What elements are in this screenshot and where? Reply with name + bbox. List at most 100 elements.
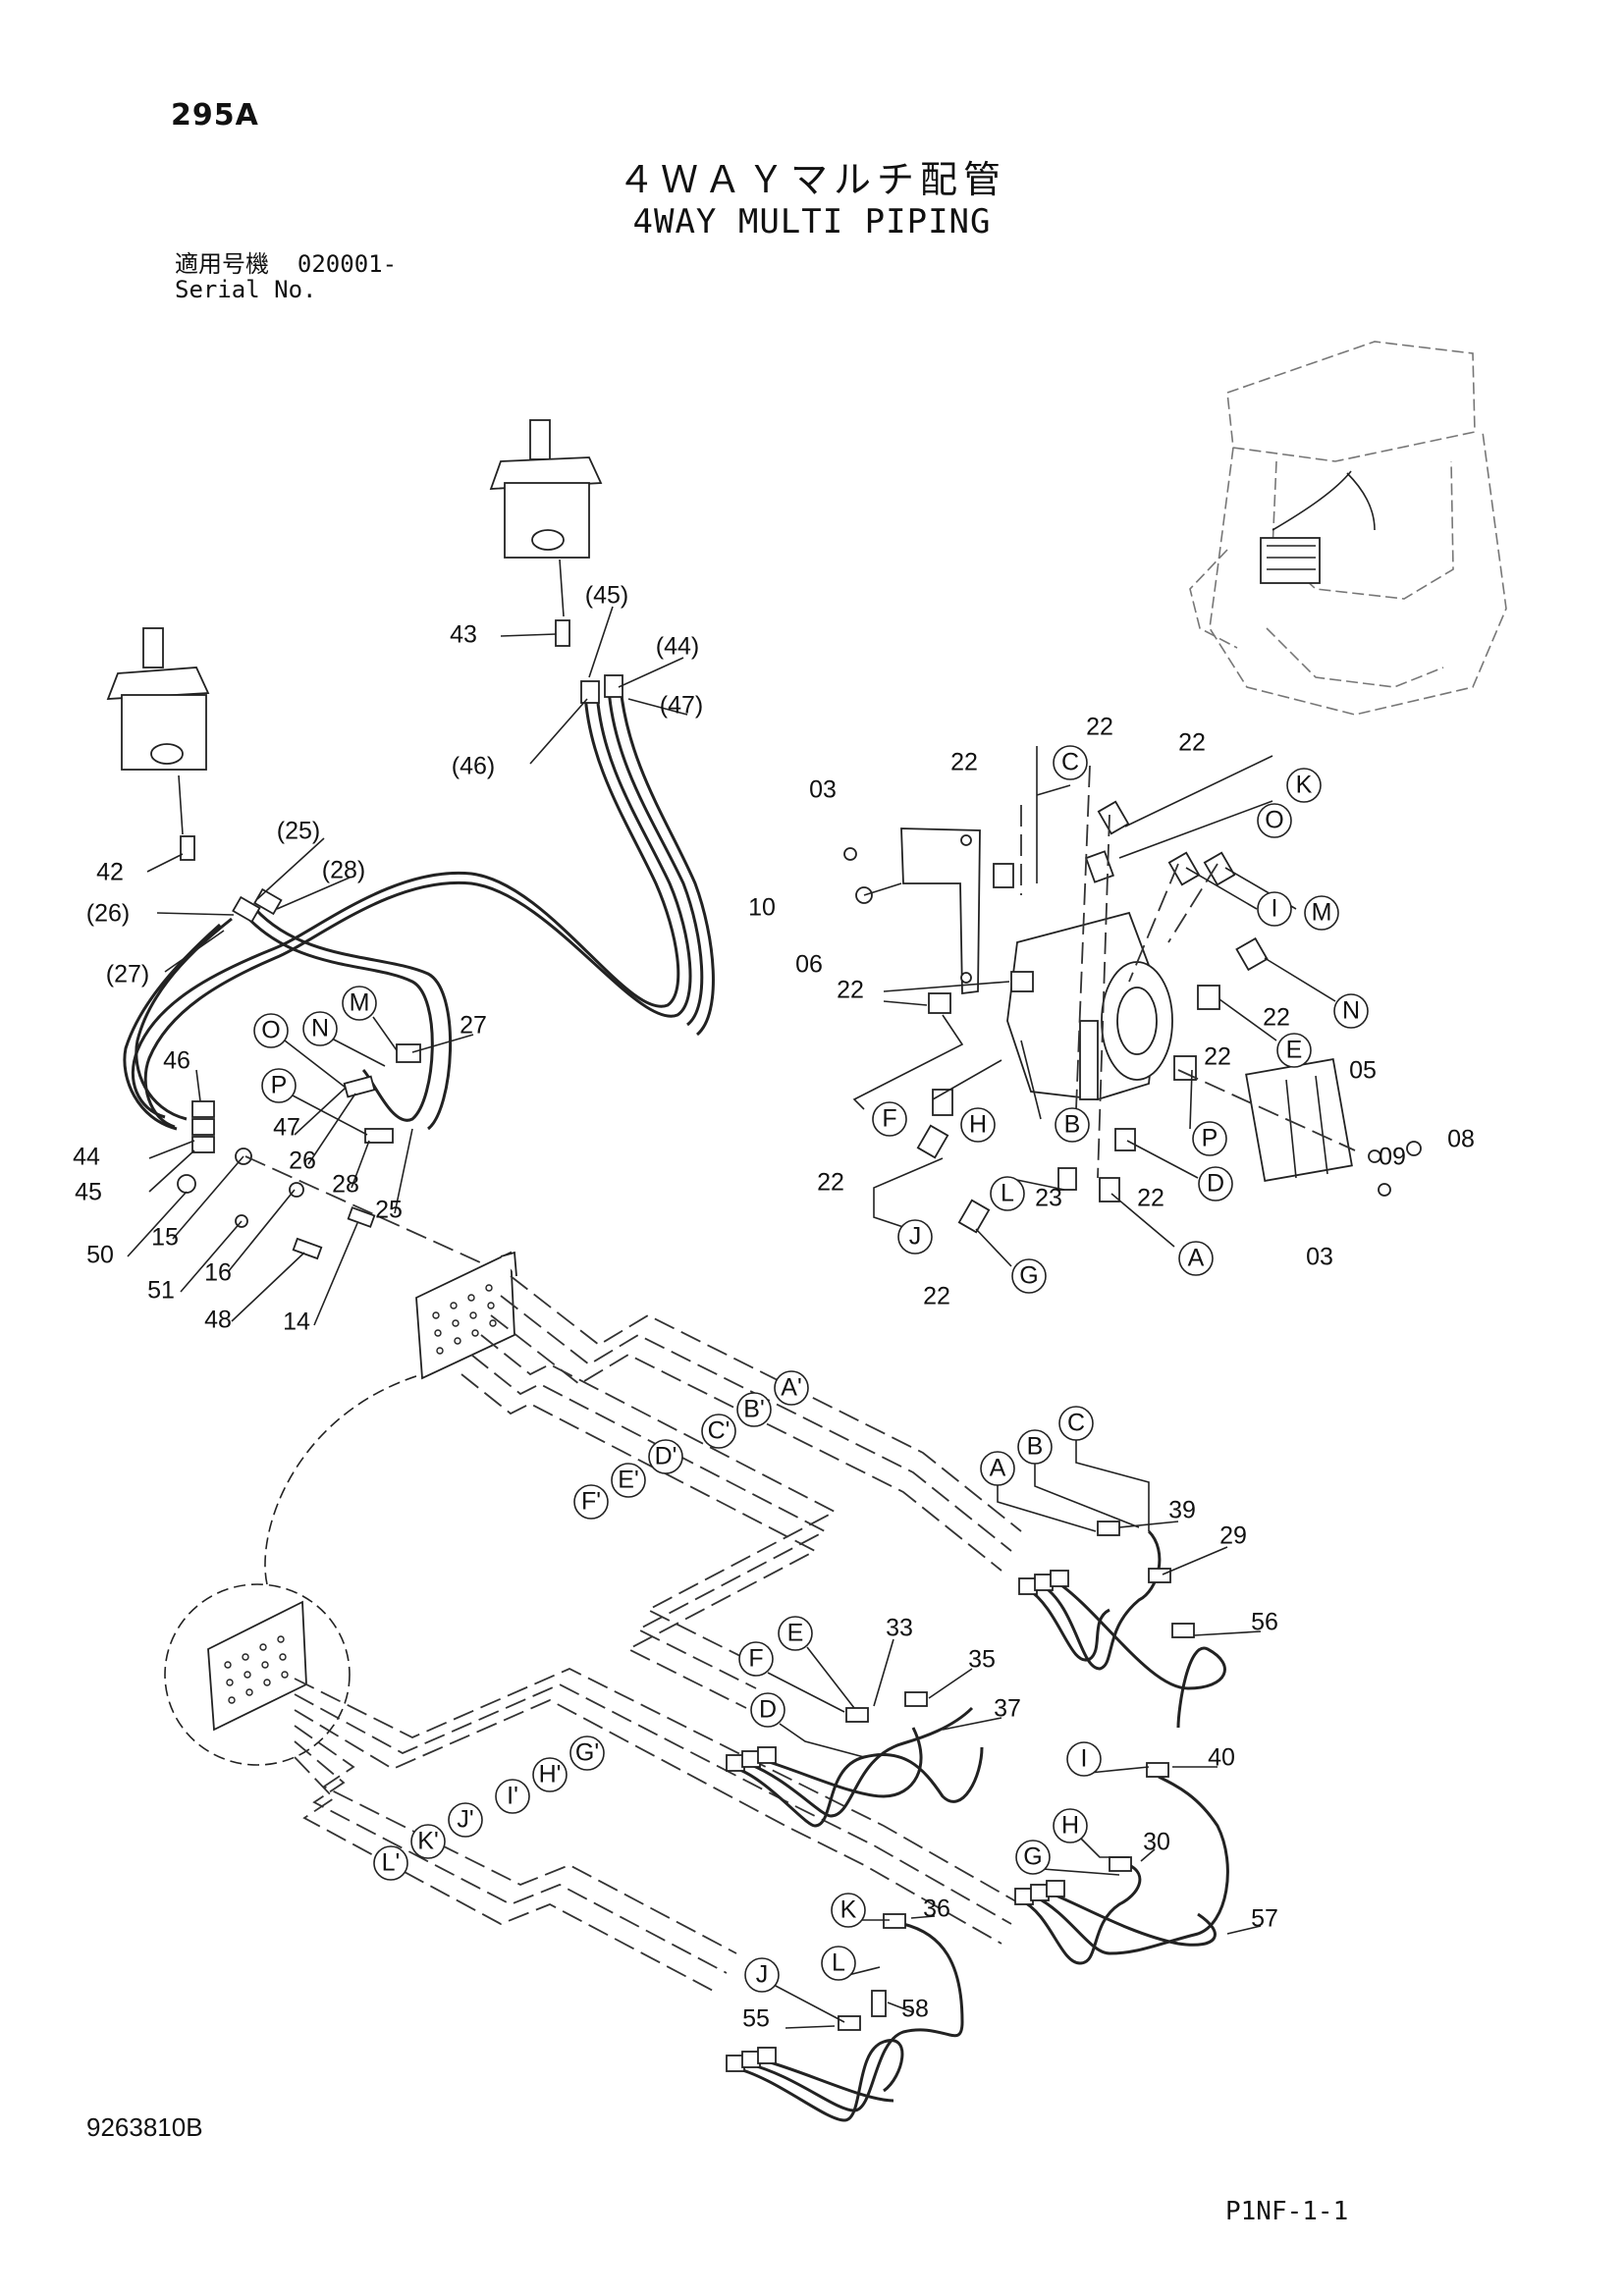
bubble-circle <box>253 1013 289 1048</box>
callout-c22h: 22 <box>1137 1185 1164 1212</box>
bubble-bD3: D <box>750 1692 785 1728</box>
lower-leader-lines <box>767 1439 1262 2029</box>
callout-c26: 26 <box>289 1148 316 1175</box>
callout-c29: 29 <box>1219 1522 1247 1550</box>
callout-c58: 58 <box>901 1996 929 2023</box>
bubble-bC1: C <box>1053 745 1088 780</box>
cab-overview-illustration <box>1189 341 1507 716</box>
bubble-label: E <box>1286 1037 1303 1064</box>
valve-fittings <box>916 800 1269 1234</box>
callout-c30: 30 <box>1143 1829 1170 1856</box>
bubble-circle <box>1286 768 1322 803</box>
bubble-bO1: O <box>1257 803 1292 838</box>
bubble-bK2: K' <box>410 1824 446 1859</box>
bubble-bG3: G <box>1015 1840 1051 1875</box>
serial-block: 適用号機 020001- Serial No. <box>175 251 397 302</box>
bubble-bA3: A <box>980 1451 1015 1486</box>
bubble-label: O <box>261 1017 280 1044</box>
bubble-label: C' <box>708 1417 731 1445</box>
bubble-circle <box>611 1463 646 1498</box>
bubble-label: B <box>1027 1433 1044 1461</box>
callout-c27: 27 <box>460 1012 487 1040</box>
bubble-circle <box>573 1484 609 1520</box>
bubble-label: J' <box>457 1806 473 1834</box>
bubble-circle <box>302 1011 338 1046</box>
bubble-circle <box>738 1641 774 1677</box>
bubble-bK3: K <box>831 1893 866 1928</box>
bubble-label: P <box>1202 1125 1218 1152</box>
callout-c05: 05 <box>1349 1057 1377 1085</box>
terminal-plates <box>164 1251 517 1766</box>
bubble-circle <box>778 1616 813 1651</box>
bubble-bF1: F <box>872 1101 907 1137</box>
bubble-bE2: E' <box>611 1463 646 1498</box>
bubble-circle <box>821 1946 856 1981</box>
callout-c22b: 22 <box>1086 714 1113 741</box>
bubble-bD1: D <box>1198 1166 1233 1201</box>
bubble-bC3: C <box>1058 1406 1094 1441</box>
bubble-bM2: M <box>342 986 377 1021</box>
callout-c50: 50 <box>86 1242 114 1269</box>
serial-value: 020001- <box>297 250 398 278</box>
bubble-label: G <box>1023 1843 1042 1871</box>
bubble-label: H <box>1061 1812 1079 1840</box>
bubble-bB3: B <box>1017 1429 1053 1465</box>
bubble-label: K <box>1296 772 1313 799</box>
hose-bundle-left <box>123 887 452 1153</box>
bubble-circle <box>750 1692 785 1728</box>
callout-c16: 16 <box>204 1259 232 1287</box>
bubble-bH2: H' <box>532 1757 568 1792</box>
bubble-circle <box>701 1414 736 1449</box>
bubble-label: B <box>1064 1111 1081 1139</box>
bubble-bL1: L <box>990 1176 1025 1211</box>
callout-c39: 39 <box>1168 1497 1196 1524</box>
bubble-circle <box>495 1779 530 1814</box>
bubble-label: L <box>832 1949 845 1977</box>
bubble-bG2: G' <box>569 1735 605 1771</box>
bubble-circle <box>1304 895 1339 931</box>
callout-c35: 35 <box>968 1646 996 1674</box>
bubble-circle <box>1192 1121 1227 1156</box>
bubble-label: I <box>1081 1745 1088 1773</box>
callout-c55: 55 <box>742 2005 770 2033</box>
bubble-label: I <box>1272 895 1278 923</box>
bubble-label: D <box>759 1696 777 1724</box>
title-japanese: ４ＷＡＹマルチ配管 <box>617 158 1006 201</box>
left-hydraulic-motor <box>106 627 210 835</box>
bubble-bF3: F <box>738 1641 774 1677</box>
fittings-motor-connections <box>180 619 570 861</box>
bubble-label: D <box>1207 1170 1224 1198</box>
callout-c44p: (44) <box>656 633 699 661</box>
serial-row-jp: 適用号機 020001- <box>175 251 397 277</box>
hose-group-ghi <box>1014 1762 1229 1965</box>
bubble-bL3: L <box>821 1946 856 1981</box>
bubble-label: L <box>1001 1180 1014 1207</box>
callout-c03a: 03 <box>809 776 837 804</box>
bubble-label: K <box>840 1896 857 1924</box>
bubble-label: C <box>1061 749 1079 776</box>
valve-assembly <box>843 828 1422 1197</box>
callout-c47p: (47) <box>660 692 703 720</box>
bubble-label: K' <box>417 1828 438 1855</box>
bubble-label: D' <box>655 1443 677 1470</box>
callout-c37: 37 <box>994 1695 1021 1723</box>
document-number: 9263810B <box>86 2112 203 2142</box>
callout-c10: 10 <box>748 894 776 922</box>
bubble-label: J <box>909 1223 922 1251</box>
bubble-bH1: H <box>960 1107 996 1143</box>
bubble-label: A <box>990 1455 1006 1482</box>
bubble-circle <box>990 1176 1025 1211</box>
bubble-bI3: I <box>1066 1741 1102 1777</box>
bubble-circle <box>1198 1166 1233 1201</box>
bubble-bJ1: J <box>897 1219 933 1255</box>
callout-c28p: (28) <box>322 857 365 884</box>
bubble-bH3: H <box>1053 1808 1088 1843</box>
serial-label-jp: 適用号機 <box>175 250 269 278</box>
bubble-label: A' <box>781 1374 801 1402</box>
hose-group-abc <box>1018 1521 1226 1729</box>
callout-c45: 45 <box>75 1179 102 1206</box>
callout-c22f: 22 <box>1204 1043 1231 1071</box>
upper-left-leader-lines <box>127 606 688 1326</box>
callout-labels: 43(45)(44)(47)(46)(25)(28)42(26)(27)2746… <box>73 582 1475 2033</box>
